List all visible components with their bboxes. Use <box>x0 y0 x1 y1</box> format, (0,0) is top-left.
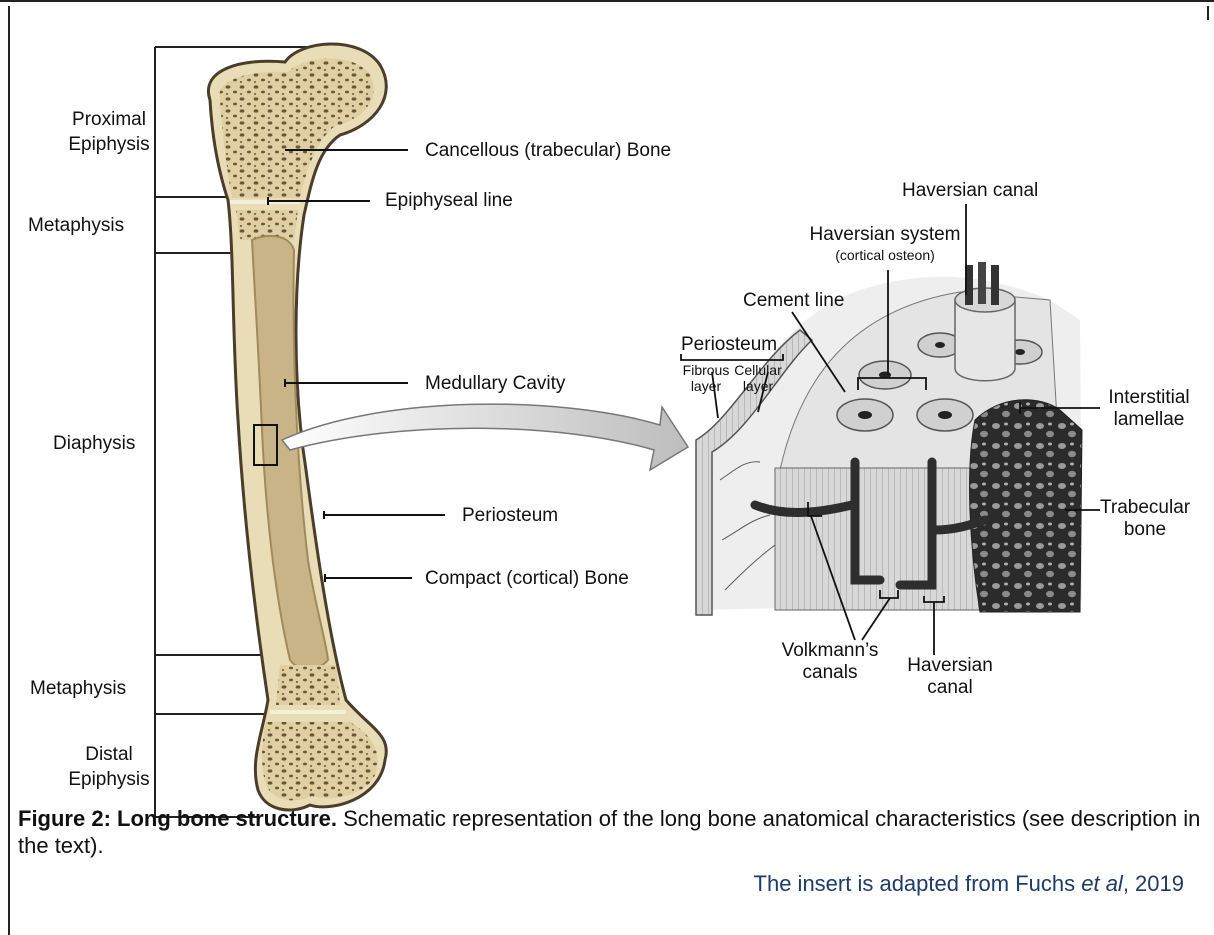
label-proximal-epiphysis: Proximal Epiphysis <box>50 107 168 157</box>
label-haversian-system: Haversian system <box>795 222 975 247</box>
label-diaphysis: Diaphysis <box>53 431 135 456</box>
label-trabecular-bone: Trabecular bone <box>1100 497 1190 541</box>
credit-prefix: The insert is adapted from Fuchs <box>754 871 1082 896</box>
figure-caption: Figure 2: Long bone structure. Schematic… <box>18 805 1208 859</box>
label-cellular-layer: Cellular layer <box>732 362 784 394</box>
label-cement-line: Cement line <box>743 288 844 313</box>
source-credit: The insert is adapted from Fuchs et al, … <box>754 871 1184 897</box>
label-metaphysis-bottom: Metaphysis <box>30 676 126 701</box>
label-distal-epiphysis: Distal Epiphysis <box>50 742 168 792</box>
label-epiphyseal-line: Epiphyseal line <box>385 188 513 213</box>
label-fibrous-layer: Fibrous layer <box>681 362 731 394</box>
credit-italic: et al <box>1081 871 1123 896</box>
label-cortical-osteon: (cortical osteon) <box>795 247 975 263</box>
label-medullary-cavity: Medullary Cavity <box>425 371 565 396</box>
label-volkmanns-canals: Volkmann’s canals <box>775 640 885 684</box>
label-metaphysis-top: Metaphysis <box>28 213 124 238</box>
label-periosteum-insert: Periosteum <box>681 332 777 357</box>
credit-suffix: , 2019 <box>1123 871 1184 896</box>
label-interstitial-lamellae: Interstitial lamellae <box>1100 387 1198 431</box>
label-compact-bone: Compact (cortical) Bone <box>425 566 629 591</box>
osteon-insert <box>696 262 1082 615</box>
label-haversian-canal-bottom: Haversian canal <box>895 655 1005 699</box>
zoom-arrow <box>282 404 688 470</box>
label-periosteum-bone: Periosteum <box>462 503 558 528</box>
caption-title: Figure 2: Long bone structure. <box>18 806 337 831</box>
label-haversian-canal-top: Haversian canal <box>902 178 1038 203</box>
label-cancellous-bone: Cancellous (trabecular) Bone <box>425 138 671 163</box>
